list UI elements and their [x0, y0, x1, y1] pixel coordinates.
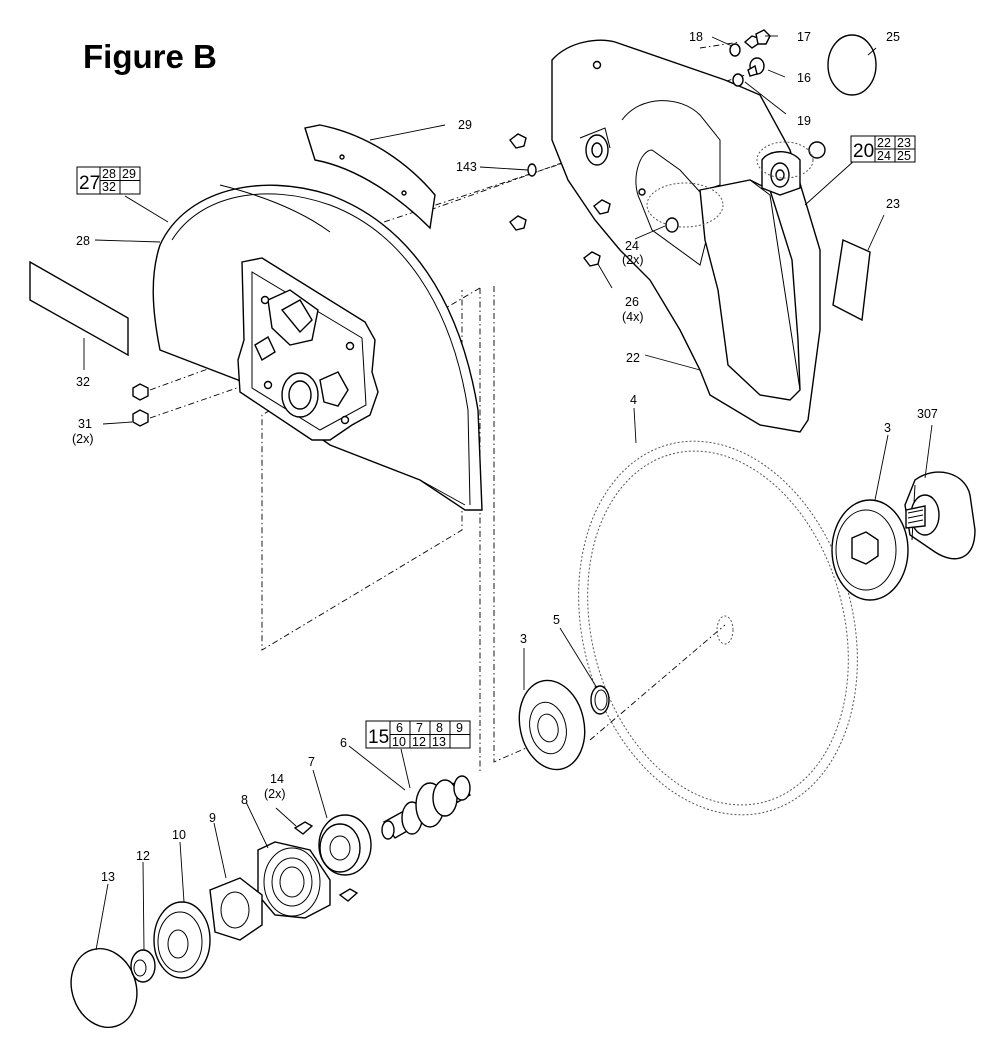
small-hardware: [509, 29, 771, 267]
label-8: 8: [241, 793, 248, 807]
kit-15-c: 8: [436, 721, 443, 735]
kit-20-a: 22: [877, 136, 891, 150]
label-31-qty: (2x): [72, 432, 94, 446]
label-19: 19: [797, 114, 811, 128]
kit-box-15: 15 6 7 8 9 10 12 13: [365, 720, 471, 749]
kit-20-c: 24: [877, 149, 891, 163]
retainer-9: [209, 877, 263, 941]
label-26: 26: [625, 295, 639, 309]
part-number-labels: 29 143 18 17 16 19 25 23 24 (2x) 26 (4x)…: [72, 30, 938, 884]
label-307: 307: [917, 407, 938, 421]
label-28: 28: [76, 234, 90, 248]
kit-15-b: 7: [416, 721, 423, 735]
gear-10: [153, 901, 211, 979]
leader-lines: [83, 35, 933, 951]
kit-20-d: 25: [897, 149, 911, 163]
label-13: 13: [101, 870, 115, 884]
label-23: 23: [886, 197, 900, 211]
label-4: 4: [630, 393, 637, 407]
label-14-qty: (2x): [264, 787, 286, 801]
kit-27-a: 28: [102, 167, 116, 181]
label-26-qty: (4x): [622, 310, 644, 324]
label-29: 29: [458, 118, 472, 132]
label-16: 16: [797, 71, 811, 85]
label-6: 6: [340, 736, 347, 750]
cover-25: [827, 34, 877, 96]
guard-mounting-plate: [237, 257, 379, 441]
label-23: [832, 238, 871, 322]
kit-20-main: 20: [853, 141, 874, 162]
nuts-31: [132, 383, 149, 427]
label-9: 9: [209, 811, 216, 825]
label-22: 22: [626, 351, 640, 365]
bearing-7: [318, 814, 372, 876]
label-3-inner: 3: [520, 632, 527, 646]
blade-4: [578, 440, 858, 816]
label-5: 5: [553, 613, 560, 627]
label-14: 14: [270, 772, 284, 786]
label-31: 31: [78, 417, 92, 431]
kit-27-b: 29: [122, 167, 136, 181]
spindle-6: [381, 775, 471, 840]
screws-14: [293, 821, 359, 902]
kit-15-g: 13: [432, 735, 446, 749]
kit-27-c: 32: [102, 180, 116, 194]
kit-20-b: 23: [897, 136, 911, 150]
label-17: 17: [797, 30, 811, 44]
washer-5: [590, 685, 610, 715]
label-7: 7: [308, 755, 315, 769]
kit-box-20: 20 22 23 24 25: [850, 135, 916, 163]
oring-13: [70, 947, 138, 1029]
label-3-outer: 3: [884, 421, 891, 435]
kit-15-d: 9: [456, 721, 463, 735]
guard-shield-29: [304, 124, 436, 230]
label-143: 143: [456, 160, 477, 174]
label-32: 32: [76, 375, 90, 389]
label-10: 10: [172, 828, 186, 842]
kit-27-main: 27: [79, 173, 100, 194]
inner-flange-3: [518, 679, 586, 771]
label-24: 24: [625, 239, 639, 253]
kit-15-e: 10: [392, 735, 406, 749]
figure-title: Figure B: [83, 38, 217, 75]
label-18: 18: [689, 30, 703, 44]
label-24-qty: (2x): [622, 253, 644, 267]
label-12: 12: [136, 849, 150, 863]
knob-307: [904, 471, 976, 560]
label-32: [29, 260, 129, 357]
bearing-12: [130, 949, 156, 983]
kit-15-main: 15: [368, 727, 389, 748]
kit-15-a: 6: [396, 721, 403, 735]
kit-15-f: 12: [412, 735, 426, 749]
upper-guard-22: [551, 39, 826, 433]
housing-8: [257, 841, 331, 919]
label-25: 25: [886, 30, 900, 44]
outer-flange-3: [831, 499, 909, 601]
kit-box-27: 27 28 29 32: [76, 166, 141, 195]
